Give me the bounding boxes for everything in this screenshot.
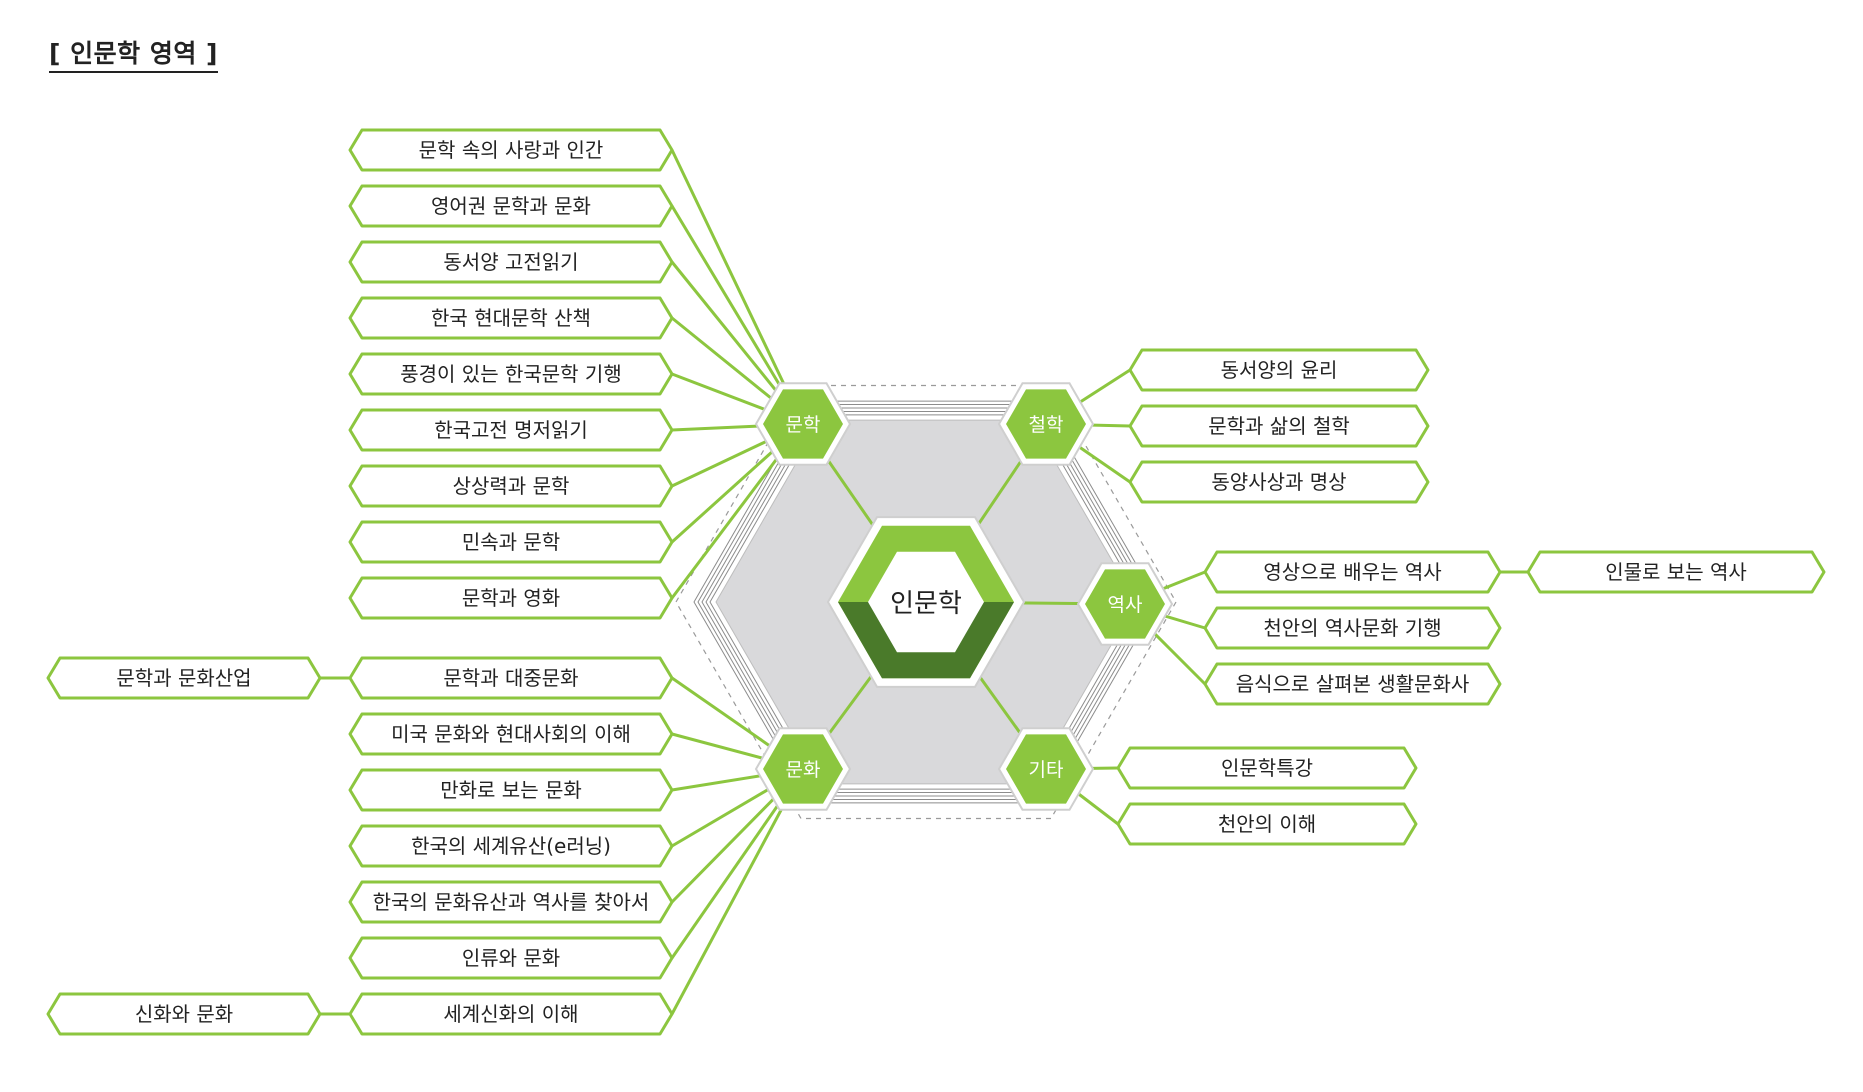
center-hexagon: 인문학 — [826, 516, 1026, 688]
category-label: 철학 — [1029, 414, 1064, 436]
page-title: [ 인문학 영역 ] — [49, 34, 218, 73]
course-item[interactable]: 세계신화의 이해 — [348, 992, 674, 1036]
course-label: 음식으로 살펴본 생활문화사 — [1236, 672, 1470, 696]
course-item[interactable]: 만화로 보는 문화 — [348, 768, 674, 812]
course-item[interactable]: 인물로 보는 역사 — [1526, 550, 1826, 594]
course-label: 풍경이 있는 한국문학 기행 — [400, 362, 621, 386]
course-label: 신화와 문화 — [135, 1002, 233, 1026]
course-item[interactable]: 풍경이 있는 한국문학 기행 — [348, 352, 674, 396]
course-label: 천안의 이해 — [1218, 812, 1316, 836]
category-node-gita[interactable]: 기타 — [997, 727, 1095, 811]
course-label: 인문학특강 — [1221, 756, 1313, 780]
course-label: 인물로 보는 역사 — [1605, 560, 1747, 584]
course-label: 영어권 문학과 문화 — [431, 194, 591, 218]
course-item[interactable]: 영어권 문학과 문화 — [348, 184, 674, 228]
course-item[interactable]: 미국 문화와 현대사회의 이해 — [348, 712, 674, 756]
course-label: 동서양의 윤리 — [1221, 358, 1338, 382]
category-label: 문화 — [786, 759, 821, 781]
course-label: 문학과 대중문화 — [443, 666, 578, 690]
course-item[interactable]: 음식으로 살펴본 생활문화사 — [1203, 662, 1502, 706]
course-item[interactable]: 민속과 문학 — [348, 520, 674, 564]
course-item[interactable]: 인문학특강 — [1116, 746, 1418, 790]
course-label: 동서양 고전읽기 — [443, 250, 578, 274]
course-item[interactable]: 신화와 문화 — [46, 992, 322, 1036]
course-label: 한국의 세계유산(e러닝) — [411, 834, 611, 858]
category-label: 역사 — [1108, 594, 1143, 616]
category-node-munhwa[interactable]: 문화 — [754, 727, 852, 811]
course-label: 영상으로 배우는 역사 — [1263, 560, 1441, 584]
category-label: 문학 — [786, 414, 821, 436]
course-item[interactable]: 동서양의 윤리 — [1128, 348, 1430, 392]
course-label: 한국의 문화유산과 역사를 찾아서 — [373, 890, 650, 914]
course-item[interactable]: 동서양 고전읽기 — [348, 240, 674, 284]
course-item[interactable]: 상상력과 문학 — [348, 464, 674, 508]
course-item[interactable]: 한국의 문화유산과 역사를 찾아서 — [348, 880, 674, 924]
category-node-cheolhak[interactable]: 철학 — [997, 382, 1095, 466]
center-label: 인문학 — [890, 589, 962, 619]
course-label: 문학 속의 사랑과 인간 — [419, 138, 604, 162]
course-label: 문학과 삶의 철학 — [1208, 414, 1350, 438]
course-item[interactable]: 동양사상과 명상 — [1128, 460, 1430, 504]
category-node-yeoksa[interactable]: 역사 — [1076, 562, 1174, 646]
course-label: 상상력과 문학 — [453, 474, 570, 498]
course-label: 문학과 문화산업 — [116, 666, 251, 690]
course-item[interactable]: 인류와 문화 — [348, 936, 674, 980]
course-label: 만화로 보는 문화 — [440, 778, 582, 802]
category-node-munhak[interactable]: 문학 — [754, 382, 852, 466]
course-label: 한국 현대문학 산책 — [431, 306, 591, 330]
course-label: 민속과 문학 — [462, 530, 560, 554]
course-item[interactable]: 문학과 문화산업 — [46, 656, 322, 700]
course-item[interactable]: 한국고전 명저읽기 — [348, 408, 674, 452]
category-label: 기타 — [1029, 759, 1064, 781]
course-item[interactable]: 영상으로 배우는 역사 — [1203, 550, 1502, 594]
course-item[interactable]: 문학과 삶의 철학 — [1128, 404, 1430, 448]
course-label: 문학과 영화 — [462, 586, 560, 610]
course-item[interactable]: 천안의 역사문화 기행 — [1203, 606, 1502, 650]
course-label: 동양사상과 명상 — [1211, 470, 1346, 494]
course-item[interactable]: 한국의 세계유산(e러닝) — [348, 824, 674, 868]
course-label: 한국고전 명저읽기 — [434, 418, 588, 442]
course-label: 미국 문화와 현대사회의 이해 — [391, 722, 631, 746]
course-label: 세계신화의 이해 — [443, 1002, 578, 1026]
course-item[interactable]: 문학과 대중문화 — [348, 656, 674, 700]
course-label: 천안의 역사문화 기행 — [1263, 616, 1441, 640]
course-item[interactable]: 천안의 이해 — [1116, 802, 1418, 846]
course-label: 인류와 문화 — [462, 946, 560, 970]
course-item[interactable]: 한국 현대문학 산책 — [348, 296, 674, 340]
course-item[interactable]: 문학과 영화 — [348, 576, 674, 620]
course-item[interactable]: 문학 속의 사랑과 인간 — [348, 128, 674, 172]
